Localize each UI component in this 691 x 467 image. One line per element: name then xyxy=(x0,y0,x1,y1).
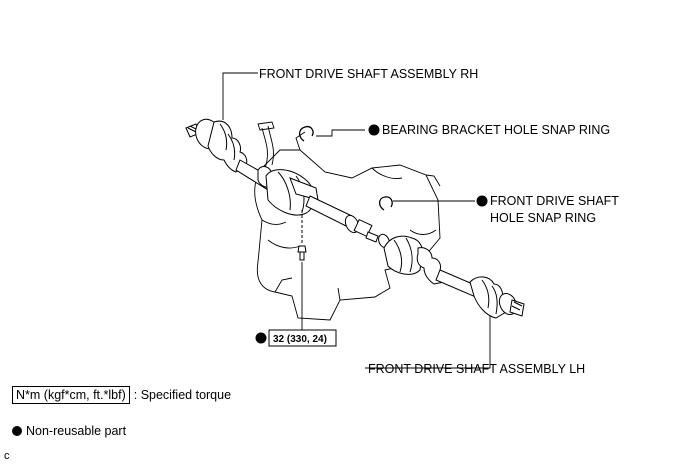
legend-nonreusable-text: Non-reusable part xyxy=(26,424,127,438)
nonreusable-marker-bearing xyxy=(368,124,380,136)
drive-shaft-lh xyxy=(383,235,525,319)
legend-torque-text: : Specified torque xyxy=(133,388,232,402)
label-bearing-snap-ring: BEARING BRACKET HOLE SNAP RING xyxy=(382,123,610,137)
snap-ring-bearing-bracket xyxy=(298,125,314,142)
nonreusable-marker-bolt xyxy=(255,332,267,344)
label-lh-assembly: FRONT DRIVE SHAFT ASSEMBLY LH xyxy=(368,362,585,376)
corner-code: c xyxy=(4,450,10,462)
label-hole-snap-ring-line2: HOLE SNAP RING xyxy=(490,211,596,225)
nonreusable-marker-hole xyxy=(476,195,488,207)
legend-specified-torque: N*m (kgf*cm, ft.*lbf): Specified torque xyxy=(12,386,231,404)
label-rh-assembly: FRONT DRIVE SHAFT ASSEMBLY RH xyxy=(259,67,478,81)
snap-ring-front-drive-shaft-hole xyxy=(378,196,393,211)
legend-torque-unit: N*m (kgf*cm, ft.*lbf) xyxy=(12,386,130,404)
bracket-bolt xyxy=(297,210,307,261)
torque-value: 32 (330, 24) xyxy=(273,334,327,345)
transaxle-housing xyxy=(254,131,441,321)
torque-box xyxy=(268,329,337,347)
legend-nonreusable: Non-reusable part xyxy=(12,423,126,439)
drive-shaft-rh xyxy=(185,118,390,249)
label-hole-snap-ring-line1: FRONT DRIVE SHAFT xyxy=(490,194,619,208)
nonreusable-dot-icon xyxy=(12,426,22,436)
